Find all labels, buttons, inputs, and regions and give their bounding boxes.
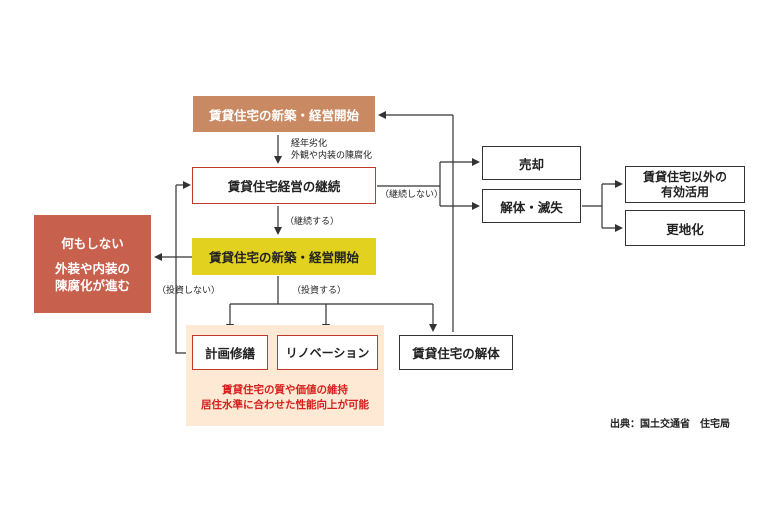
node-vacant-land: 更地化	[625, 210, 745, 246]
source-caption: 出典：国土交通省 住宅局	[610, 419, 730, 430]
label-continue-yes: （継続する）	[285, 217, 340, 227]
node-do-nothing: 何もしない 外装や内装の 陳腐化が進む	[34, 215, 151, 313]
node-top-start: 賃貸住宅の新築・経営開始	[193, 96, 375, 132]
label-invest-no: （投資しない）	[157, 286, 221, 296]
node-planned-repair: 計画修繕	[192, 335, 268, 370]
label-continue-no: （継続しない）	[380, 190, 444, 200]
node-other-use: 賃貸住宅以外の 有効活用	[625, 166, 745, 203]
node-renovation: リノベーション	[277, 335, 378, 370]
node-dismantle-loss: 解体・滅失	[482, 189, 581, 223]
label-aging: 経年劣化 外観や内装の陳腐化	[291, 139, 373, 161]
node-sale: 売却	[482, 146, 581, 180]
node-continue: 賃貸住宅経営の継続	[192, 167, 376, 204]
label-invest-yes: （投資する）	[292, 286, 347, 296]
benefit-text: 賃貸住宅の質や価値の維持 居住水準に合わせた性能向上が可能	[201, 384, 369, 411]
node-demolition: 賃貸住宅の解体	[399, 335, 513, 370]
node-second-start: 賃貸住宅の新築・経営開始	[192, 238, 376, 275]
